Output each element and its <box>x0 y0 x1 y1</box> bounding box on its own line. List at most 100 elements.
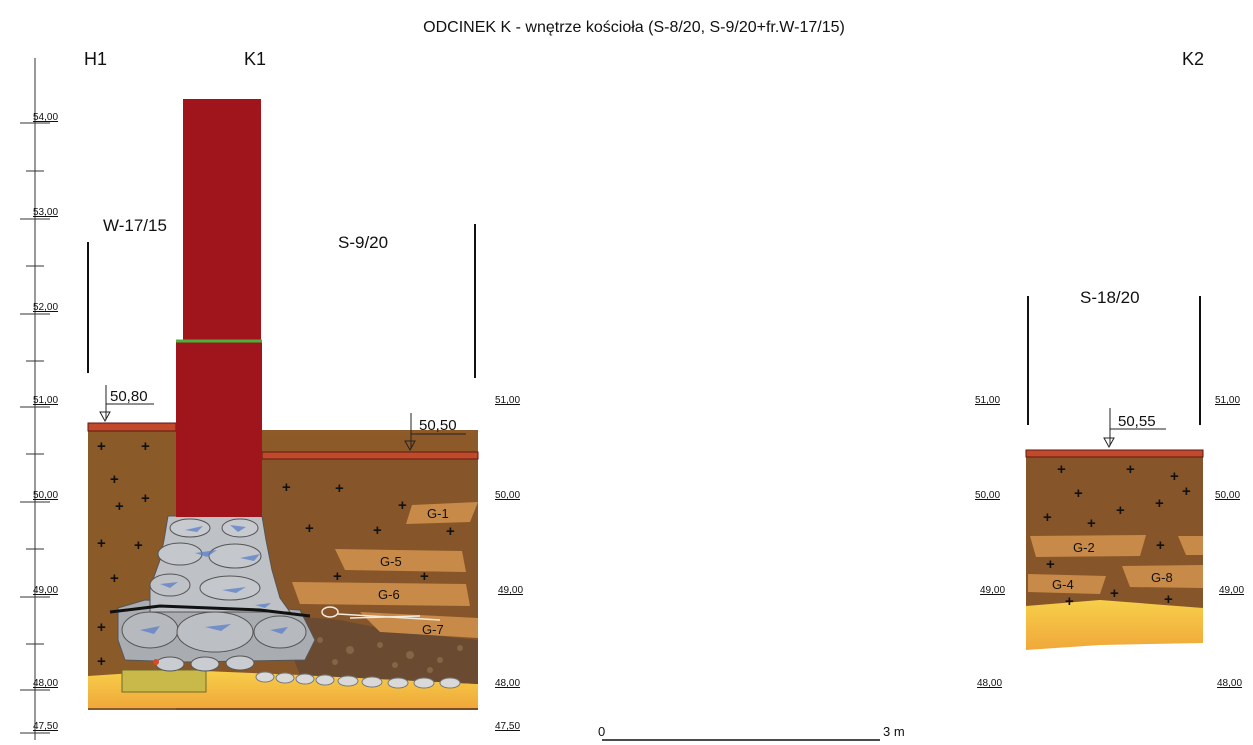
side-level-48: 48,00 <box>495 678 520 689</box>
svg-text:+: + <box>333 568 342 585</box>
drawing-title: ODCINEK K - wnętrze kościoła (S-8/20, S-… <box>423 19 845 36</box>
svg-text:+: + <box>282 479 291 496</box>
green-patch <box>121 669 207 693</box>
trench-label-w17: W-17/15 <box>103 216 167 235</box>
svg-text:+: + <box>141 438 150 455</box>
scale-label-47-5: 47,50 <box>33 721 58 732</box>
section-k2: G-2 G-4 G-8 ++ ++ ++ ++ ++ ++ ++ S-18/20… <box>975 288 1244 689</box>
svg-text:+: + <box>398 497 407 514</box>
layer-g7-label: G-7 <box>422 622 444 637</box>
scale-label-54: 54,00 <box>33 112 58 123</box>
k2-right-level-49: 49,00 <box>1219 585 1244 596</box>
svg-text:+: + <box>97 535 106 552</box>
svg-text:+: + <box>1057 461 1066 478</box>
layer-g1-shape <box>406 502 478 524</box>
svg-text:+: + <box>1182 483 1191 500</box>
svg-text:+: + <box>1155 495 1164 512</box>
svg-text:+: + <box>115 498 124 515</box>
layer-g6-shape <box>292 582 470 606</box>
level-marker-s18 <box>1103 408 1166 449</box>
svg-text:+: + <box>141 490 150 507</box>
profile-marker-k2: K2 <box>1182 49 1204 69</box>
burial-sketch <box>321 606 441 621</box>
k2-left-level-50: 50,00 <box>975 490 1000 501</box>
rubble-layer <box>280 615 478 684</box>
sand-layer-s18 <box>1026 600 1203 650</box>
profile-marker-k1: K1 <box>244 49 266 69</box>
scale-label-53: 53,00 <box>33 207 58 218</box>
level-value-s9: 50,50 <box>419 417 457 434</box>
side-level-47-5: 47,50 <box>495 721 520 732</box>
svg-text:+: + <box>446 523 455 540</box>
svg-text:+: + <box>110 570 119 587</box>
scale-bar: 0 3 m <box>598 724 905 741</box>
soil-crosses-s18: ++ ++ ++ ++ ++ ++ ++ <box>1043 461 1191 610</box>
side-level-50: 50,00 <box>495 490 520 501</box>
svg-text:+: + <box>1074 485 1083 502</box>
brick-wall-upper <box>183 99 261 341</box>
svg-text:+: + <box>1043 509 1052 526</box>
layer-g5-shape <box>335 549 466 572</box>
brick-wall-lower <box>176 341 262 517</box>
svg-text:+: + <box>420 568 429 585</box>
svg-text:+: + <box>110 471 119 488</box>
layer-g4-shape <box>1028 574 1106 594</box>
level-value-w17: 50,80 <box>110 388 148 405</box>
k2-right-level-50: 50,00 <box>1215 490 1240 501</box>
elevation-scale: 54,00 53,00 52,00 51,00 50,00 49,00 48,0… <box>20 58 58 740</box>
k2-right-level-48: 48,00 <box>1217 678 1242 689</box>
svg-text:+: + <box>1126 461 1135 478</box>
trench-label-s18: S-18/20 <box>1080 288 1140 307</box>
layer-g8-label: G-8 <box>1151 570 1173 585</box>
k2-right-level-51: 51,00 <box>1215 395 1240 406</box>
layer-g2-label: G-2 <box>1073 540 1095 555</box>
layer-g6-label: G-6 <box>378 587 400 602</box>
layer-g7-shape <box>360 612 478 638</box>
scale-label-48: 48,00 <box>33 678 58 689</box>
black-band <box>109 604 311 618</box>
brick-floor-w17 <box>87 422 177 432</box>
level-marker-w17 <box>99 385 154 423</box>
svg-text:+: + <box>97 653 106 670</box>
svg-text:+: + <box>97 438 106 455</box>
layer-g4-label: G-4 <box>1052 577 1074 592</box>
svg-text:+: + <box>335 480 344 497</box>
svg-text:+: + <box>1046 556 1055 573</box>
stone-highlights <box>140 525 288 634</box>
k2-left-level-48: 48,00 <box>977 678 1002 689</box>
layer-g2-shape <box>1030 535 1146 557</box>
layer-g1-label: G-1 <box>427 506 449 521</box>
svg-text:+: + <box>1110 585 1119 602</box>
soil-crosses-w17: ++ ++ ++ ++ ++ <box>97 438 150 670</box>
svg-text:+: + <box>1065 593 1074 610</box>
svg-text:+: + <box>1156 537 1165 554</box>
k2-left-level-49: 49,00 <box>980 585 1005 596</box>
layer-g2b-shape <box>1178 536 1203 555</box>
scale-label-49: 49,00 <box>33 585 58 596</box>
level-value-s18: 50,55 <box>1118 413 1156 430</box>
svg-text:+: + <box>1170 468 1179 485</box>
level-marker-s9 <box>404 413 466 452</box>
scale-bar-end: 3 m <box>883 724 905 739</box>
section-k1: G-1 G-5 G-6 G-7 <box>87 99 523 732</box>
scale-label-50: 50,00 <box>33 490 58 501</box>
svg-text:+: + <box>1164 591 1173 608</box>
svg-text:+: + <box>97 619 106 636</box>
brick-floor-s9 <box>261 451 479 460</box>
scale-label-51: 51,00 <box>33 395 58 406</box>
layer-g8-shape <box>1122 565 1203 588</box>
svg-text:+: + <box>373 522 382 539</box>
svg-text:+: + <box>305 520 314 537</box>
svg-text:+: + <box>134 537 143 554</box>
scale-bar-start: 0 <box>598 724 605 739</box>
k2-left-level-51: 51,00 <box>975 395 1000 406</box>
side-level-49: 49,00 <box>498 585 523 596</box>
trench-label-s9: S-9/20 <box>338 233 388 252</box>
scale-label-52: 52,00 <box>33 302 58 313</box>
brick-floor-s18 <box>1025 449 1204 458</box>
profile-marker-h1: H1 <box>84 49 107 69</box>
svg-text:+: + <box>1087 515 1096 532</box>
svg-text:+: + <box>1116 502 1125 519</box>
side-level-51: 51,00 <box>495 395 520 406</box>
